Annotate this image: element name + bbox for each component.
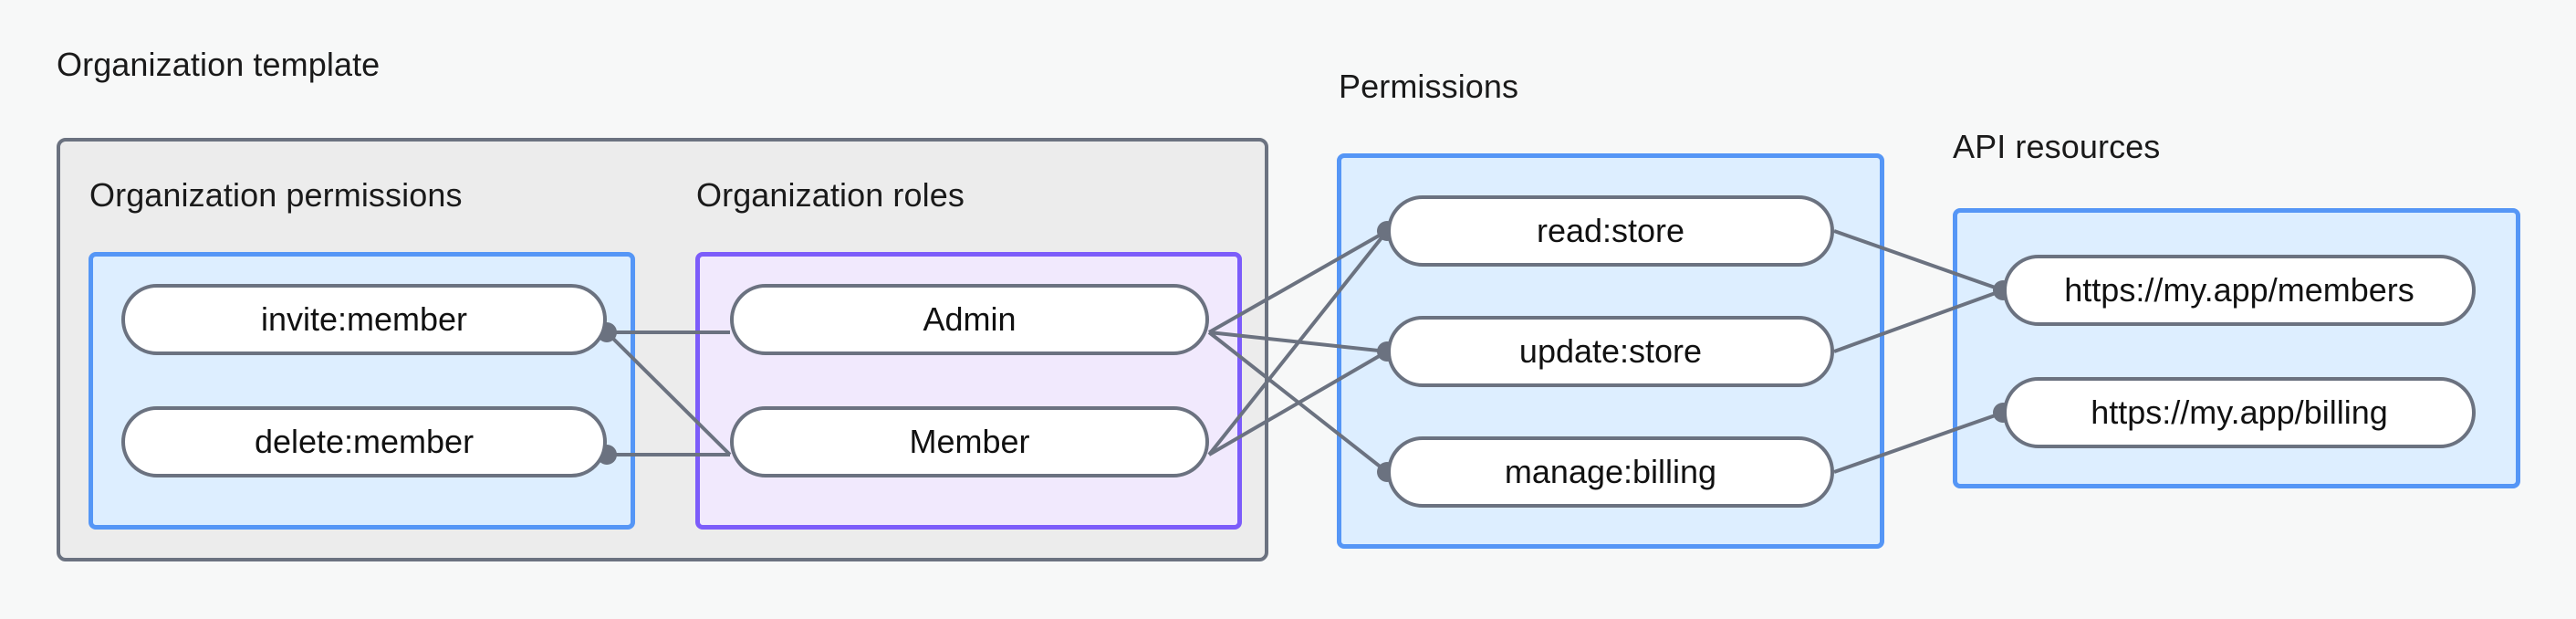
node-manage-billing[interactable]: manage:billing [1387, 436, 1834, 508]
group-label-organization-template: Organization template [57, 46, 381, 83]
group-label-api-resources: API resources [1953, 128, 2161, 165]
node-update-store[interactable]: update:store [1387, 316, 1834, 387]
node-member[interactable]: Member [730, 406, 1209, 477]
group-label-organization-roles: Organization roles [696, 176, 965, 214]
node-read-store[interactable]: read:store [1387, 195, 1834, 267]
group-label-organization-permissions: Organization permissions [89, 176, 463, 214]
node-delete-member[interactable]: delete:member [121, 406, 607, 477]
node-admin[interactable]: Admin [730, 284, 1209, 355]
node-members-resource[interactable]: https://my.app/members [2003, 255, 2476, 326]
node-billing-resource[interactable]: https://my.app/billing [2003, 377, 2476, 448]
group-label-permissions: Permissions [1339, 68, 1519, 105]
node-invite-member[interactable]: invite:member [121, 284, 607, 355]
